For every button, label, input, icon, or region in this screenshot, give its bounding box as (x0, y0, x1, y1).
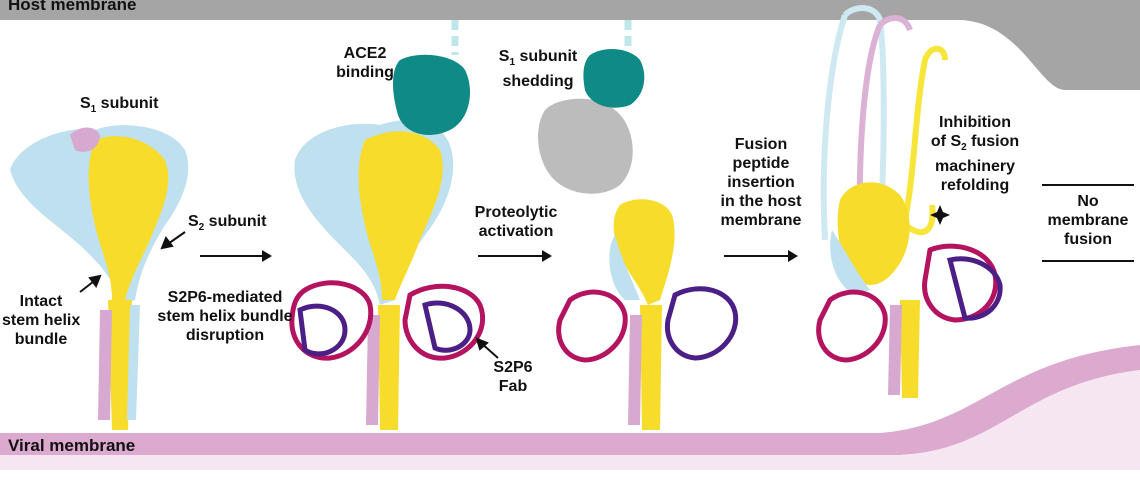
arrow-1 (200, 250, 272, 262)
no-fusion-rule-bottom (1042, 260, 1134, 262)
arrow-3 (724, 250, 798, 262)
ace2-binding-label: ACE2 binding (336, 45, 394, 81)
spike-s1-shed (538, 20, 739, 430)
no-fusion-rule-top (1042, 184, 1134, 186)
fusion-peptide-label: Fusion peptide insertion in the host mem… (720, 136, 802, 229)
proteolytic-activation-label: Proteolytic activation (474, 204, 558, 240)
cell-cavity (0, 20, 1140, 420)
no-fusion-label: No membrane fusion (1047, 193, 1129, 248)
spike-ace2-bound (289, 20, 486, 430)
intact-stem-label: Intact stem helix bundle (2, 293, 81, 348)
arrow-2 (478, 250, 552, 262)
host-membrane-label: Host membrane (8, 0, 137, 14)
pointer-arrows (79, 231, 499, 359)
s1-subunit-label: S1 subunit (80, 95, 159, 116)
s2p6-fab-label: S2P6 Fab (493, 359, 533, 395)
viral-membrane (0, 345, 1140, 455)
s2-subunit-label: S2 subunit (188, 213, 267, 234)
viral-membrane-lower (0, 370, 1140, 470)
spike-intact (10, 125, 189, 430)
s2p6-mediated-label: S2P6-mediated stem helix bundle disrupti… (157, 289, 293, 344)
host-membrane-dark (0, 0, 1140, 90)
inhibition-star-icon (930, 205, 950, 225)
s1-shedding-label: S1 subunit shedding (498, 48, 578, 91)
viral-membrane-label: Viral membrane (8, 436, 136, 455)
spike-fusion-inhibited (816, 5, 1003, 398)
viral-membrane-base (0, 470, 1140, 500)
inhibition-label: Inhibition of S2 fusion machinery refold… (930, 114, 1020, 195)
